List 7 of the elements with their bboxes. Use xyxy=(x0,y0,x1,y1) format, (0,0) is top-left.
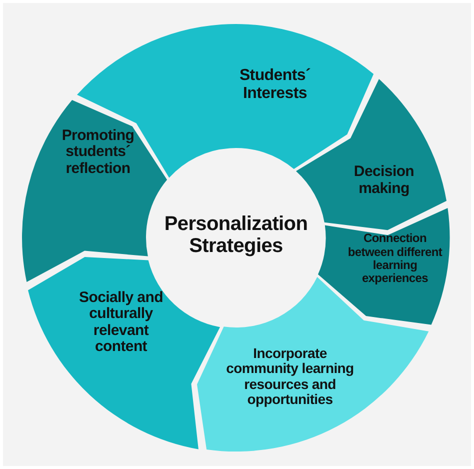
segment-label: Promoting students´ reflection xyxy=(60,128,136,178)
segment-label: Connection between different learning experiences xyxy=(346,232,444,286)
segment-label: Incorporate community learning resources and opportunities xyxy=(225,346,355,408)
center-title: Personalization Strategies xyxy=(163,213,309,257)
segment-label: Decision making xyxy=(352,164,416,198)
segment-label: Students´ Interests xyxy=(238,67,312,103)
segment-label: Socially and culturally relevant content xyxy=(78,290,164,356)
